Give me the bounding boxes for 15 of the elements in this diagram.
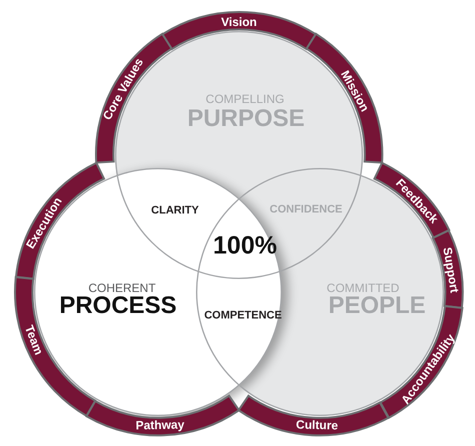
circle-heading: PEOPLE (328, 294, 426, 318)
circle-subheading: COMPELLING (206, 93, 284, 105)
rim-label: Vision (221, 16, 257, 28)
rim-label: Team (22, 324, 46, 357)
overlap-label: COMPETENCE (204, 310, 282, 322)
circle-heading: PROCESS (59, 294, 177, 318)
circle-subheading: COHERENT (88, 282, 156, 294)
overlap-label: CLARITY (151, 206, 199, 216)
percentage-label: 100% (213, 234, 277, 258)
overlap-label: CONFIDENCE (270, 204, 342, 216)
rim-label: Pathway (136, 418, 185, 432)
circle-subheading: COMMITTED (326, 282, 400, 294)
rim-label: Culture (296, 418, 338, 432)
rim-label: Support (442, 246, 461, 294)
circle-heading: PURPOSE (187, 107, 305, 131)
